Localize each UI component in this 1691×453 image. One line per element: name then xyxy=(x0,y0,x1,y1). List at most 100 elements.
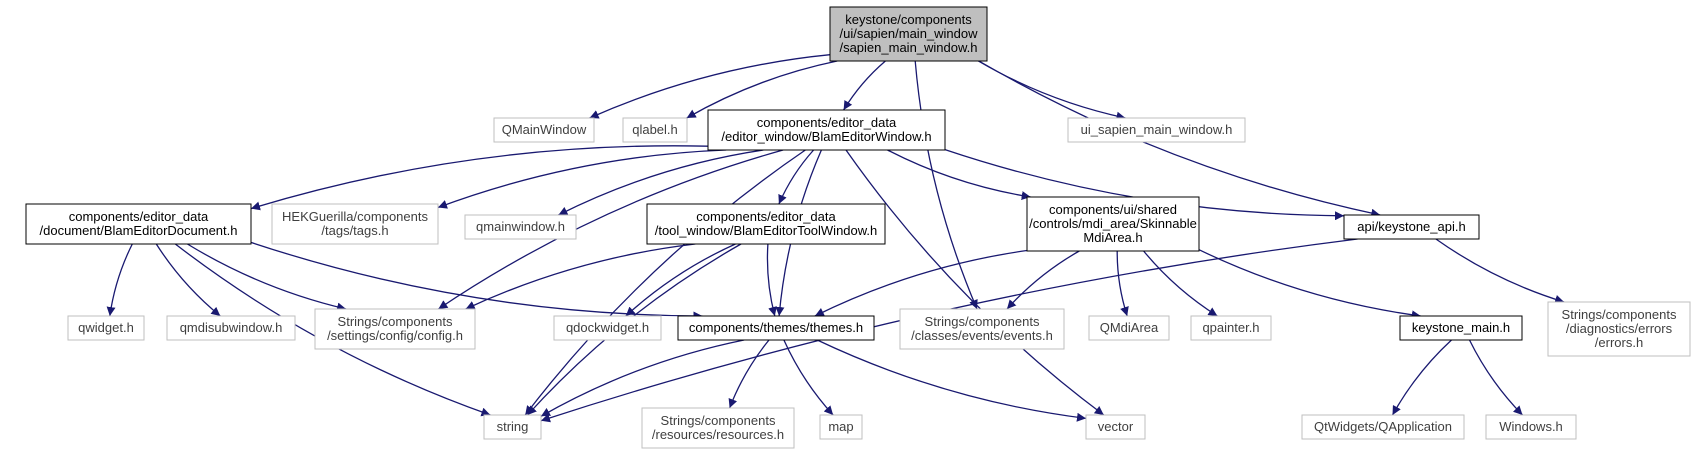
node-label-line: ui_sapien_main_window.h xyxy=(1081,122,1233,137)
node-box xyxy=(1301,414,1465,440)
edge-tool_window-to-qdockwidget xyxy=(625,243,736,317)
node-box xyxy=(464,214,577,240)
node-box xyxy=(1067,117,1246,143)
node-events: Strings/components/classes/events/events… xyxy=(899,308,1065,350)
node-box xyxy=(1485,414,1577,440)
node-keystone-api[interactable]: api/keystone_api.h xyxy=(1343,214,1480,240)
node-label-line: components/themes/themes.h xyxy=(689,320,863,335)
node-qmainwindow-cls: QMainWindow xyxy=(493,117,595,143)
node-label-line: components/editor_data xyxy=(757,115,897,130)
edge-editor_window-to-string xyxy=(524,149,806,416)
node-box xyxy=(829,6,988,62)
node-label-line: /document/BlamEditorDocument.h xyxy=(40,223,238,238)
node-label-line: string xyxy=(497,419,529,434)
node-box xyxy=(493,117,595,143)
node-box xyxy=(67,315,145,341)
edge-mdi_area-to-keystone_main xyxy=(1198,249,1421,320)
node-box xyxy=(646,203,886,245)
edge-mdi_area-to-events xyxy=(1006,250,1080,310)
edge-editor_document-to-themes xyxy=(250,241,703,321)
node-label-line: /classes/events/events.h xyxy=(911,328,1053,343)
node-box xyxy=(899,308,1065,350)
node-string: string xyxy=(483,414,542,440)
node-qmainwindow-h: qmainwindow.h xyxy=(464,214,577,240)
node-label-line: qpainter.h xyxy=(1202,320,1259,335)
edge-keystone_main-to-windows xyxy=(1468,339,1523,416)
node-label-line: /editor_window/BlamEditorWindow.h xyxy=(721,129,931,144)
edge-root-to-qmainwindow_cls xyxy=(589,54,831,119)
node-qlabel: qlabel.h xyxy=(622,117,688,143)
edge-mdi_area-to-qmdiarea xyxy=(1116,250,1129,317)
edge-editor_window-to-editor_document xyxy=(250,145,709,211)
edge-editor_document-to-qwidget xyxy=(106,243,133,317)
node-errors: Strings/components/diagnostics/errors/er… xyxy=(1547,301,1691,357)
node-themes[interactable]: components/themes/themes.h xyxy=(677,315,875,341)
node-label-line: QMainWindow xyxy=(502,122,587,137)
node-label-line: api/keystone_api.h xyxy=(1357,219,1465,234)
node-label-line: /errors.h xyxy=(1595,335,1643,350)
node-label-line: Strings/components xyxy=(925,314,1040,329)
node-box xyxy=(1085,414,1146,440)
node-label-line: vector xyxy=(1098,419,1134,434)
node-box xyxy=(707,109,946,151)
node-keystone-main[interactable]: keystone_main.h xyxy=(1399,315,1523,341)
node-box xyxy=(314,308,476,350)
node-label-line: qlabel.h xyxy=(632,122,678,137)
edge-themes-to-string xyxy=(540,339,745,417)
node-editor-document[interactable]: components/editor_data/document/BlamEdit… xyxy=(25,203,252,245)
edge-tool_window-to-config xyxy=(465,243,696,310)
edge-editor_window-to-tool_window xyxy=(778,149,815,205)
node-resources: Strings/components/resources/resources.h xyxy=(641,407,795,449)
dependency-nodes: keystone/components/ui/sapien/main_windo… xyxy=(25,6,1691,449)
node-label-line: MdiArea.h xyxy=(1083,230,1142,245)
node-box xyxy=(1547,301,1691,357)
node-label-line: Windows.h xyxy=(1499,419,1563,434)
node-hek-tags: HEKGuerilla/components/tags/tags.h xyxy=(271,203,439,245)
node-label-line: qwidget.h xyxy=(78,320,134,335)
node-mdi-area[interactable]: components/ui/shared/controls/mdi_area/S… xyxy=(1026,196,1200,252)
edge-editor_document-to-qmdisubwindow xyxy=(155,243,221,317)
node-label-line: qmainwindow.h xyxy=(476,219,565,234)
edge-themes-to-vector xyxy=(816,339,1087,422)
node-label-line: qmdisubwindow.h xyxy=(180,320,283,335)
node-editor-window[interactable]: components/editor_data/editor_window/Bla… xyxy=(707,109,946,151)
node-box xyxy=(1026,196,1200,252)
node-tool-window[interactable]: components/editor_data/tool_window/BlamE… xyxy=(646,203,886,245)
edge-tool_window-to-themes xyxy=(766,243,777,317)
node-label-line: QMdiArea xyxy=(1100,320,1159,335)
node-box xyxy=(1343,214,1480,240)
edge-editor_window-to-mdi_area xyxy=(887,149,1031,201)
node-qapplication: QtWidgets/QApplication xyxy=(1301,414,1465,440)
node-box xyxy=(819,414,863,440)
node-map: map xyxy=(819,414,863,440)
node-box xyxy=(622,117,688,143)
edge-keystone_main-to-qapplication xyxy=(1391,339,1452,416)
edge-editor_window-to-vector xyxy=(845,149,1105,416)
node-box xyxy=(271,203,439,245)
node-box xyxy=(483,414,542,440)
node-label-line: Strings/components xyxy=(1562,307,1677,322)
node-qmdiarea: QMdiArea xyxy=(1088,315,1170,341)
node-label-line: qdockwidget.h xyxy=(566,320,649,335)
node-box xyxy=(25,203,252,245)
node-box xyxy=(1088,315,1170,341)
edge-root-to-ui_sapien xyxy=(977,60,1126,121)
edge-keystone_api-to-errors xyxy=(1435,238,1565,304)
node-root[interactable]: keystone/components/ui/sapien/main_windo… xyxy=(829,6,988,62)
edge-editor_window-to-hek_tags xyxy=(437,149,727,209)
node-config: Strings/components/settings/config/confi… xyxy=(314,308,476,350)
node-label-line: QtWidgets/QApplication xyxy=(1314,419,1452,434)
node-label-line: components/editor_data xyxy=(696,209,836,224)
node-qpainter: qpainter.h xyxy=(1190,315,1272,341)
node-box xyxy=(1399,315,1523,341)
edge-root-to-qlabel xyxy=(686,60,838,119)
edge-root-to-keystone_api xyxy=(978,60,1381,218)
node-box xyxy=(641,407,795,449)
node-label-line: /tool_window/BlamEditorToolWindow.h xyxy=(655,223,878,238)
edge-themes-to-resources xyxy=(728,339,770,409)
edge-root-to-events xyxy=(914,60,978,310)
node-label-line: /tags/tags.h xyxy=(321,223,388,238)
node-label-line: components/ui/shared xyxy=(1049,202,1177,217)
node-box xyxy=(553,315,662,341)
